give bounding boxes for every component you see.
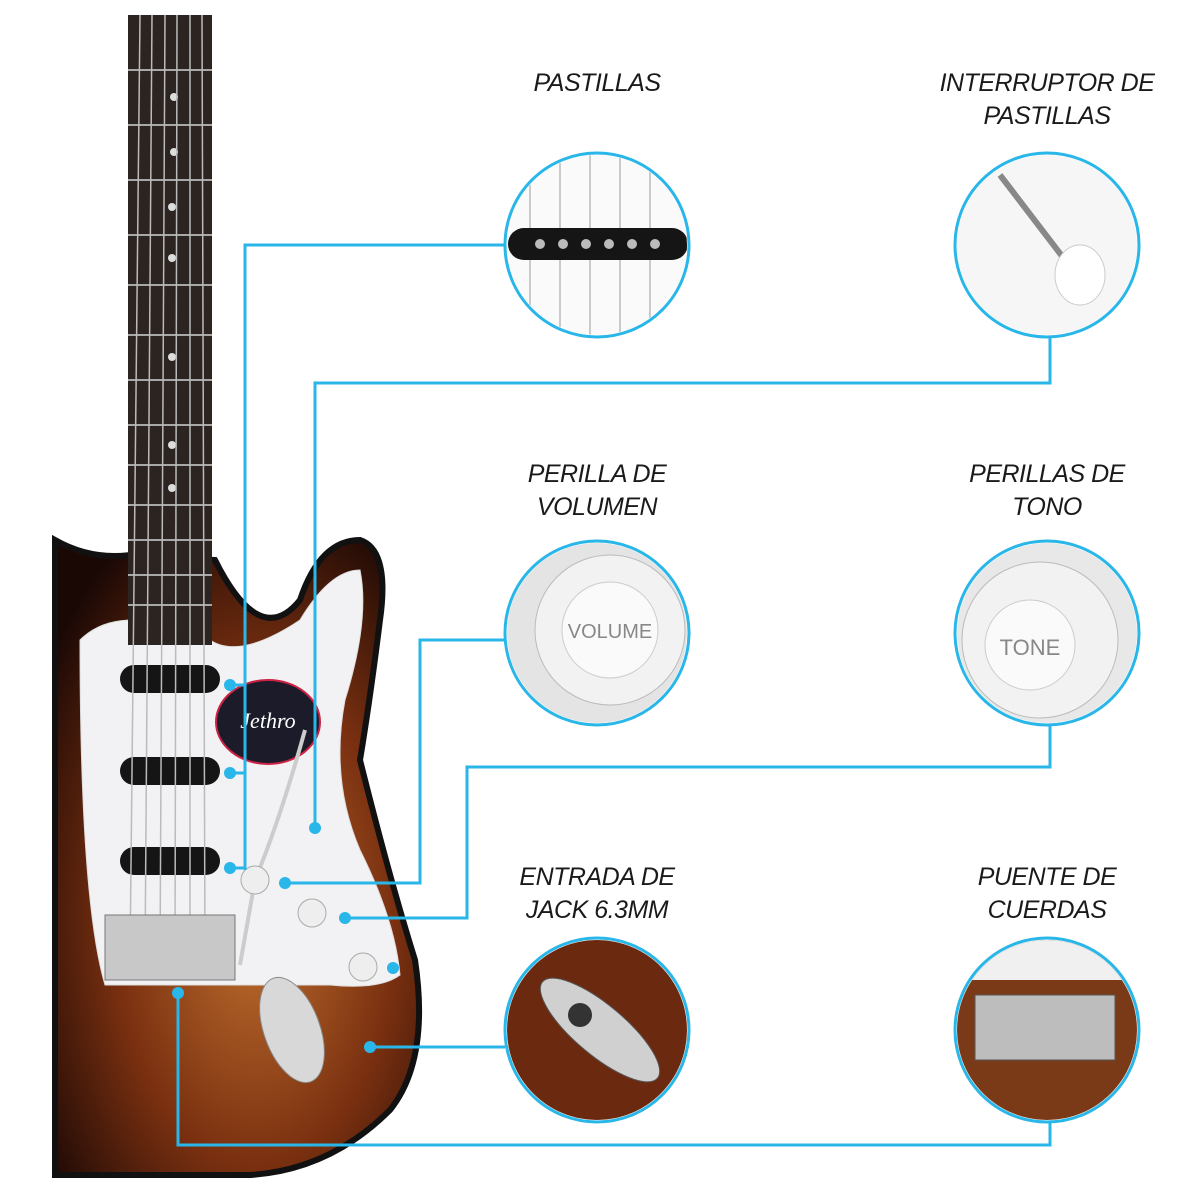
knobs: [240, 865, 378, 982]
connector-dots: [172, 679, 399, 1053]
volume-knob-text: VOLUME: [568, 621, 652, 643]
detail-circle-borders: [503, 151, 1141, 1124]
jack-plate: [259, 976, 325, 1084]
brand-sticker: [215, 679, 321, 765]
connector-lines: [176, 243, 1052, 1147]
label-pastillas: PASTILLAS: [533, 69, 661, 97]
pickups: [120, 665, 220, 875]
detail-pickup: [507, 155, 687, 335]
guitar-neck: [128, 15, 212, 645]
detail-tone-knob: TONE: [957, 543, 1137, 723]
detail-switch: [957, 155, 1137, 335]
bridge: [104, 914, 236, 981]
strings: [129, 14, 206, 961]
svg-text:Jethro: Jethro: [240, 708, 295, 733]
detail-jack: [507, 940, 687, 1120]
guitar-body: [52, 534, 423, 1178]
tone-knob-text: TONE: [1000, 635, 1061, 660]
detail-volume-knob: VOLUME: [507, 543, 687, 723]
